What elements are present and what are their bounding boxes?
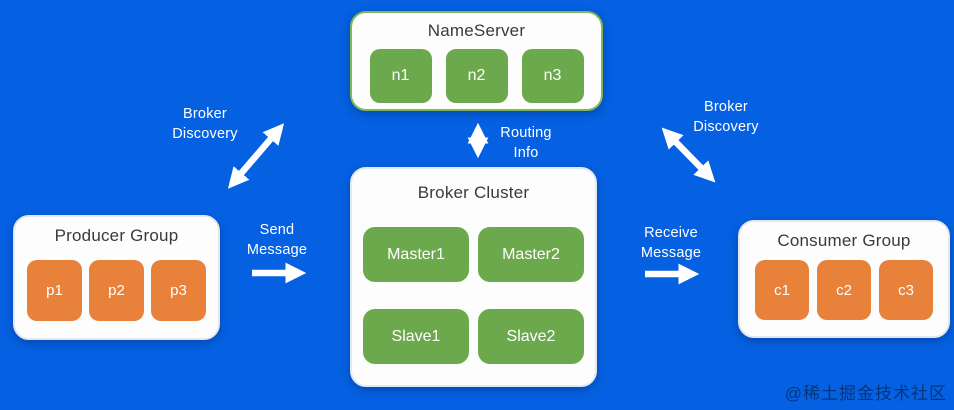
consumer-group-nodes: c1 c2 c3 [740, 260, 948, 320]
send-message-label: Send Message [217, 220, 337, 260]
producer-node-p2: p2 [89, 260, 144, 321]
nameserver-title: NameServer [427, 21, 526, 40]
consumer-node-c2: c2 [817, 260, 871, 320]
consumer-node-c3: c3 [879, 260, 933, 320]
broker-cluster-panel: Broker Cluster Master1 Master2 Slave1 Sl… [350, 167, 597, 387]
producer-node-p1: p1 [27, 260, 82, 321]
routing-info-line2: Info [513, 145, 539, 161]
broker-discovery-left-line2: Discovery [172, 126, 238, 142]
consumer-node-c1: c1 [755, 260, 809, 320]
broker-discovery-left-line1: Broker [183, 106, 227, 122]
receive-message-line2: Message [640, 245, 702, 261]
consumer-group-panel: Consumer Group c1 c2 c3 [738, 220, 950, 338]
broker-node-slave2: Slave2 [478, 309, 584, 364]
producer-group-panel: Producer Group p1 p2 p3 [13, 215, 220, 340]
broker-cluster-title: Broker Cluster [417, 183, 530, 202]
producer-group-nodes: p1 p2 p3 [15, 260, 218, 321]
routing-info-line1: Routing [500, 125, 552, 141]
producer-group-title: Producer Group [54, 226, 179, 245]
broker-discovery-right-label: Broker Discovery [666, 97, 786, 137]
send-message-line2: Message [246, 242, 308, 258]
broker-discovery-right-line2: Discovery [693, 119, 759, 135]
nameserver-node-n2: n2 [445, 49, 508, 103]
receive-message-line1: Receive [644, 225, 698, 241]
broker-cluster-nodes: Master1 Master2 Slave1 Slave2 [352, 227, 595, 364]
broker-node-slave1: Slave1 [363, 309, 469, 364]
routing-info-label: Routing Info [491, 123, 561, 163]
nameserver-panel: NameServer n1 n2 n3 [350, 11, 603, 111]
send-message-line1: Send [259, 222, 295, 238]
watermark-text: @稀土掘金技术社区 [784, 384, 947, 403]
receive-message-label: Receive Message [611, 223, 731, 263]
broker-discovery-right-arrow [661, 127, 716, 183]
broker-discovery-right-line1: Broker [704, 99, 748, 115]
nameserver-node-n3: n3 [521, 49, 584, 103]
broker-node-master2: Master2 [478, 227, 584, 282]
consumer-group-title: Consumer Group [777, 231, 911, 250]
nameserver-nodes: n1 n2 n3 [352, 49, 601, 103]
broker-discovery-left-label: Broker Discovery [145, 104, 265, 144]
broker-node-master1: Master1 [363, 227, 469, 282]
nameserver-node-n1: n1 [369, 49, 432, 103]
producer-node-p3: p3 [151, 260, 206, 321]
